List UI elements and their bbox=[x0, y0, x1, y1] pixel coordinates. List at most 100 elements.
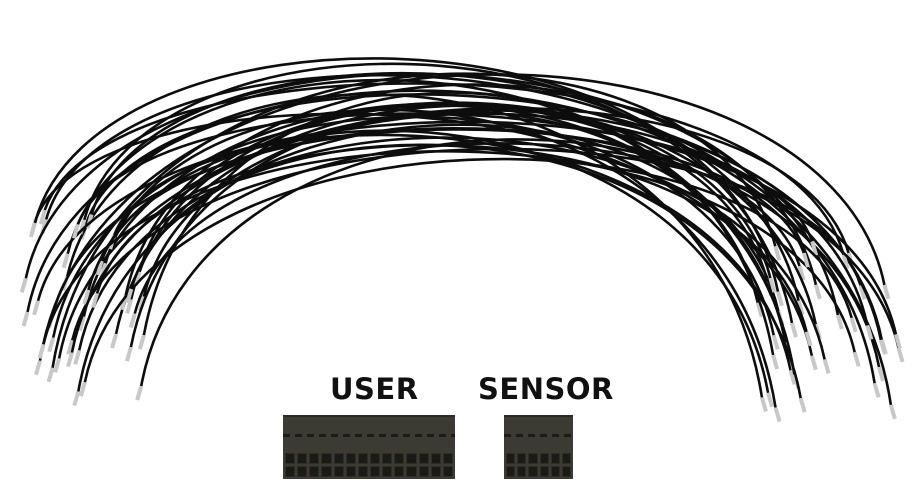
pin-cavity bbox=[297, 453, 308, 464]
crimp-terminal bbox=[858, 284, 867, 300]
pin-cavity bbox=[418, 466, 429, 477]
crimp-terminal bbox=[29, 222, 37, 238]
crimp-terminal bbox=[71, 223, 80, 239]
crimp-terminal bbox=[72, 391, 81, 407]
crimp-terminal bbox=[91, 292, 99, 309]
crimp-terminal bbox=[771, 334, 780, 350]
crimp-terminal bbox=[878, 339, 887, 355]
wire bbox=[83, 62, 794, 324]
crimp-terminal bbox=[810, 240, 819, 256]
crimp-terminal bbox=[768, 277, 777, 293]
wire bbox=[130, 136, 826, 360]
pin-cavity bbox=[430, 453, 441, 464]
pin-cavity bbox=[442, 453, 453, 464]
wire bbox=[133, 142, 900, 349]
pin-cavity bbox=[370, 466, 381, 477]
wire bbox=[112, 133, 792, 371]
pin-cavity bbox=[517, 453, 527, 464]
crimp-terminal bbox=[849, 317, 858, 333]
crimp-terminal bbox=[877, 366, 885, 382]
wire bbox=[77, 143, 802, 399]
crimp-terminal bbox=[798, 397, 807, 413]
crimp-terminal bbox=[47, 337, 56, 353]
crimp-terminal bbox=[32, 300, 41, 316]
pin-cavity bbox=[442, 466, 453, 477]
crimp-terminal bbox=[872, 382, 881, 398]
crimp-terminal bbox=[809, 355, 818, 371]
pin-cavity bbox=[517, 466, 527, 477]
crimp-terminal bbox=[788, 369, 797, 385]
pin-cavity bbox=[394, 453, 405, 464]
user-label: USER bbox=[330, 372, 419, 406]
wire bbox=[34, 112, 814, 357]
pin-cavity bbox=[406, 453, 417, 464]
pin-cavity bbox=[539, 453, 549, 464]
wire bbox=[142, 91, 775, 356]
pin-cavity bbox=[285, 466, 296, 477]
crimp-terminal bbox=[66, 339, 75, 355]
crimp-terminal bbox=[73, 349, 82, 365]
pin-cavity bbox=[285, 453, 296, 464]
crimp-terminal bbox=[19, 277, 28, 293]
crimp-terminal bbox=[125, 298, 134, 314]
crimp-terminal bbox=[766, 392, 774, 408]
pin-cavity bbox=[321, 466, 332, 477]
crimp-terminal bbox=[110, 333, 118, 349]
crimp-terminal bbox=[841, 254, 850, 270]
crimp-terminal bbox=[128, 313, 137, 329]
pin-cavity bbox=[430, 466, 441, 477]
crimp-terminal bbox=[835, 314, 844, 330]
crimp-terminal bbox=[66, 352, 74, 368]
wire bbox=[65, 93, 764, 398]
wire bbox=[43, 82, 845, 256]
wire bbox=[44, 73, 893, 406]
crimp-terminal bbox=[755, 302, 764, 318]
pin-cavity bbox=[550, 453, 560, 464]
crimp-terminal bbox=[776, 291, 784, 307]
crimp-terminal bbox=[771, 354, 780, 370]
wire bbox=[51, 72, 777, 369]
pin-cavity bbox=[382, 466, 393, 477]
crimp-terminal bbox=[760, 396, 768, 413]
pin-cavity bbox=[370, 453, 381, 464]
crimp-terminal bbox=[822, 358, 831, 375]
crimp-terminal bbox=[21, 311, 30, 327]
crimp-terminal bbox=[37, 343, 46, 359]
crimp-terminal bbox=[34, 360, 42, 376]
pin-cavity bbox=[418, 453, 429, 464]
pin-cavity bbox=[406, 466, 417, 477]
wire bbox=[142, 109, 883, 341]
crimp-terminal bbox=[797, 265, 806, 281]
crimp-terminal bbox=[38, 209, 47, 225]
crimp-terminal bbox=[888, 404, 897, 420]
crimp-terminal bbox=[135, 385, 144, 401]
pin-cavity bbox=[345, 453, 356, 464]
pin-cavity bbox=[394, 466, 405, 477]
pin-cavity bbox=[345, 466, 356, 477]
crimp-terminal bbox=[95, 260, 104, 276]
pin-cavity bbox=[528, 453, 538, 464]
pin-cavity bbox=[528, 466, 538, 477]
pin-cavity bbox=[297, 466, 308, 477]
pin-cavity bbox=[506, 453, 516, 464]
crimp-terminal bbox=[137, 334, 146, 350]
crimp-terminal bbox=[773, 407, 782, 423]
crimp-terminal bbox=[124, 346, 133, 362]
pin-cavity bbox=[561, 466, 571, 477]
pin-cavity bbox=[357, 453, 368, 464]
crimp-terminal bbox=[773, 245, 782, 261]
crimp-terminal bbox=[53, 357, 62, 373]
pin-cavity bbox=[333, 453, 344, 464]
wire bbox=[87, 129, 770, 394]
sensor-label: SENSOR bbox=[478, 372, 614, 406]
crimp-terminal bbox=[125, 288, 134, 304]
crimp-terminal bbox=[801, 252, 810, 268]
pin-cavity bbox=[539, 466, 549, 477]
pin-cavity bbox=[333, 466, 344, 477]
crimp-terminal bbox=[77, 316, 86, 332]
sensor-connector bbox=[504, 415, 573, 479]
crimp-terminal bbox=[813, 284, 822, 300]
wire bbox=[139, 138, 881, 387]
pin-cavity bbox=[382, 453, 393, 464]
